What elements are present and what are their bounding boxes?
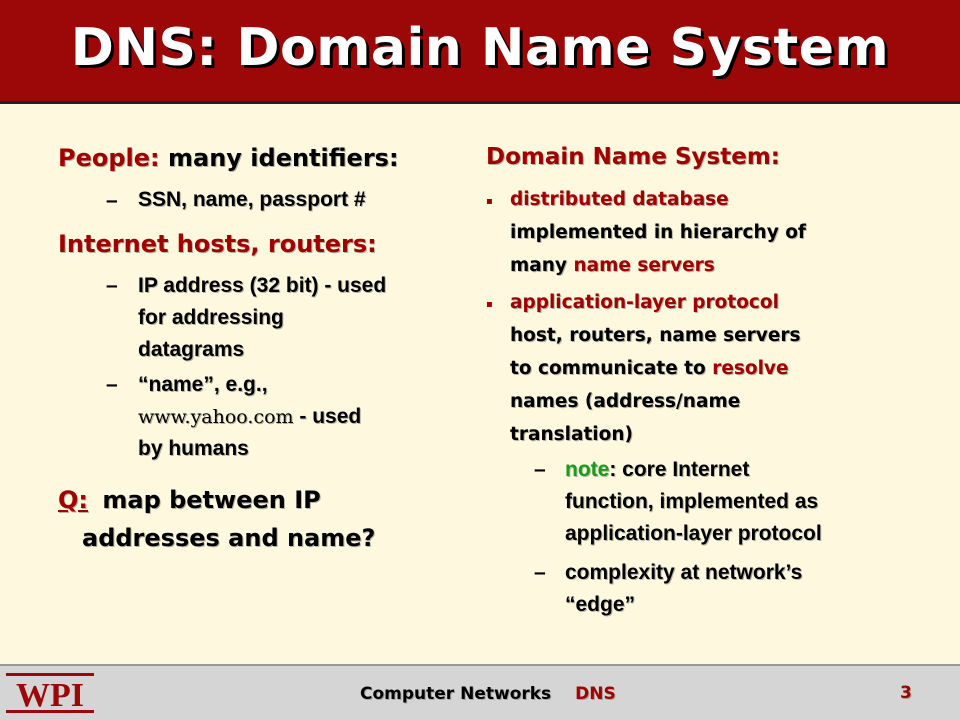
- slide-title: DNS: Domain Name System: [70, 18, 890, 78]
- people-rest: many identifiers:: [168, 144, 399, 172]
- name-item: “name”, e.g., www.yahoo.com - used by hu…: [138, 369, 361, 465]
- name-line-3: by humans: [138, 437, 249, 460]
- people-heading: People: many identifiers:: [58, 144, 399, 172]
- people-label: People:: [58, 144, 160, 172]
- note-line-1-rest: : core Internet: [609, 458, 750, 481]
- b1-line-2: implemented in hierarchy of: [510, 222, 806, 243]
- ip-line-1: IP address (32 bit) - used: [138, 274, 387, 297]
- footer-caption: Computer Networks DNS: [360, 684, 616, 704]
- b2-line-3: to communicate to resolve: [510, 352, 801, 385]
- question-label: Q:: [58, 486, 88, 514]
- b2-line-1: application-layer protocol: [510, 292, 779, 313]
- note-line-3: application-layer protocol: [565, 522, 822, 545]
- b1-line-3-a: many: [510, 255, 567, 276]
- name-line-1: “name”, e.g.,: [138, 373, 268, 396]
- footer-bar: [0, 664, 960, 720]
- ip-line-3: datagrams: [138, 338, 245, 361]
- title-bar: DNS: Domain Name System: [0, 0, 960, 104]
- b1-line-3: many name servers: [510, 249, 806, 282]
- b2-line-4: names (address/name: [510, 391, 741, 412]
- footer-course: Computer Networks: [360, 684, 552, 704]
- note-label: note: [565, 458, 610, 481]
- b2-line-2: host, routers, name servers: [510, 325, 801, 346]
- bullet-app-protocol: application-layer protocol host, routers…: [510, 286, 801, 451]
- logo-text: WPI: [16, 677, 84, 714]
- people-sub: SSN, name, passport #: [138, 188, 366, 211]
- footer-topic: DNS: [575, 684, 616, 704]
- question-line-1: map between IP: [102, 486, 321, 514]
- ip-address-item: IP address (32 bit) - used for addressin…: [138, 270, 386, 366]
- dash-bullet: –: [106, 189, 118, 212]
- bullet-marker: ▪: [486, 299, 493, 310]
- b1-line-1: distributed database: [510, 189, 729, 210]
- dash-bullet: –: [106, 274, 118, 297]
- name-used: - used: [299, 405, 362, 428]
- complexity-item: complexity at network’s “edge”: [565, 557, 802, 621]
- question-line-2: addresses and name?: [82, 524, 376, 552]
- note-item: note: core Internet function, implemente…: [565, 454, 822, 550]
- note-line-2: function, implemented as: [565, 490, 819, 513]
- bullet-marker: ▪: [486, 196, 493, 207]
- complexity-line-2: “edge”: [565, 593, 636, 616]
- dash-bullet: –: [534, 458, 546, 481]
- bullet-distributed-db: distributed database implemented in hier…: [510, 183, 806, 282]
- dns-heading: Domain Name System:: [486, 144, 780, 170]
- b2-line-5: translation): [510, 424, 633, 445]
- page-number: 3: [900, 683, 912, 703]
- b1-line-3-b: name servers: [573, 255, 715, 276]
- ip-line-2: for addressing: [138, 306, 284, 329]
- complexity-line-1: complexity at network’s: [565, 561, 803, 584]
- dash-bullet: –: [106, 373, 118, 396]
- b2-line-3-a: to communicate to: [510, 358, 706, 379]
- wpi-logo: WPI: [6, 670, 96, 716]
- name-line-2: www.yahoo.com - used: [138, 401, 361, 433]
- dash-bullet: –: [534, 561, 546, 584]
- hosts-heading: Internet hosts, routers:: [58, 230, 377, 258]
- question: Q: map between IP addresses and name?: [58, 481, 375, 557]
- example-url: www.yahoo.com: [138, 406, 294, 428]
- note-line-1: note: core Internet: [565, 454, 822, 486]
- b2-line-3-b: resolve: [712, 358, 789, 379]
